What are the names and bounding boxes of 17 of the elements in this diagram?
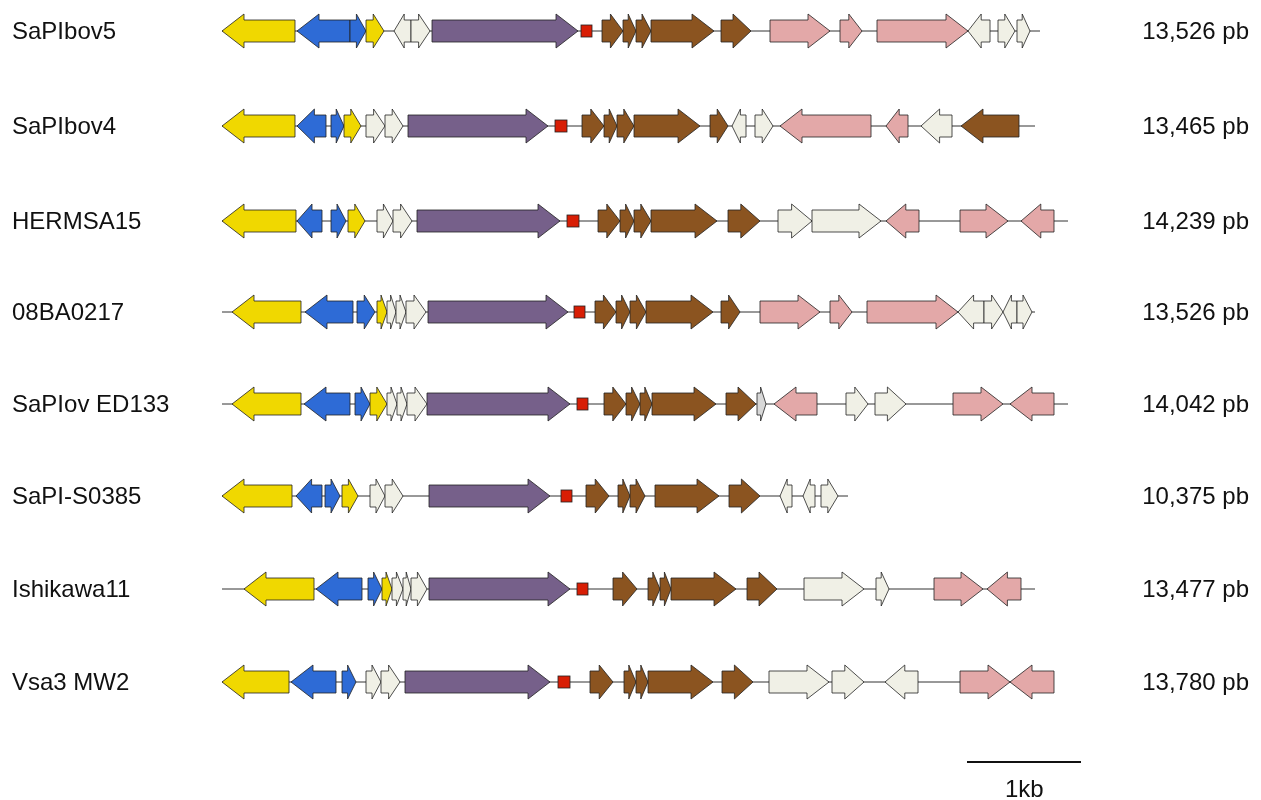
- island-size: 13,526 pb: [1142, 17, 1249, 45]
- strain-name: SaPI-S0385: [12, 482, 142, 510]
- island-size: 14,239 pb: [1142, 207, 1249, 235]
- island-size: 10,375 pb: [1142, 482, 1249, 510]
- island-size: 13,526 pb: [1142, 298, 1249, 326]
- island-size: 13,465 pb: [1142, 112, 1249, 140]
- scale-label: 1kb: [1005, 775, 1044, 800]
- strain-name: Vsa3 MW2: [12, 668, 130, 696]
- strain-name: SaPIbov4: [12, 112, 117, 140]
- strain-name: 08BA0217: [12, 298, 125, 326]
- island-size: 13,780 pb: [1142, 668, 1249, 696]
- strain-name: HERMSA15: [12, 207, 142, 235]
- strain-name: SaPIov ED133: [12, 390, 170, 418]
- strain-name: SaPIbov5: [12, 17, 117, 45]
- island-size: 13,477 pb: [1142, 575, 1249, 603]
- island-size: 14,042 pb: [1142, 390, 1249, 418]
- strain-name: Ishikawa11: [12, 575, 131, 603]
